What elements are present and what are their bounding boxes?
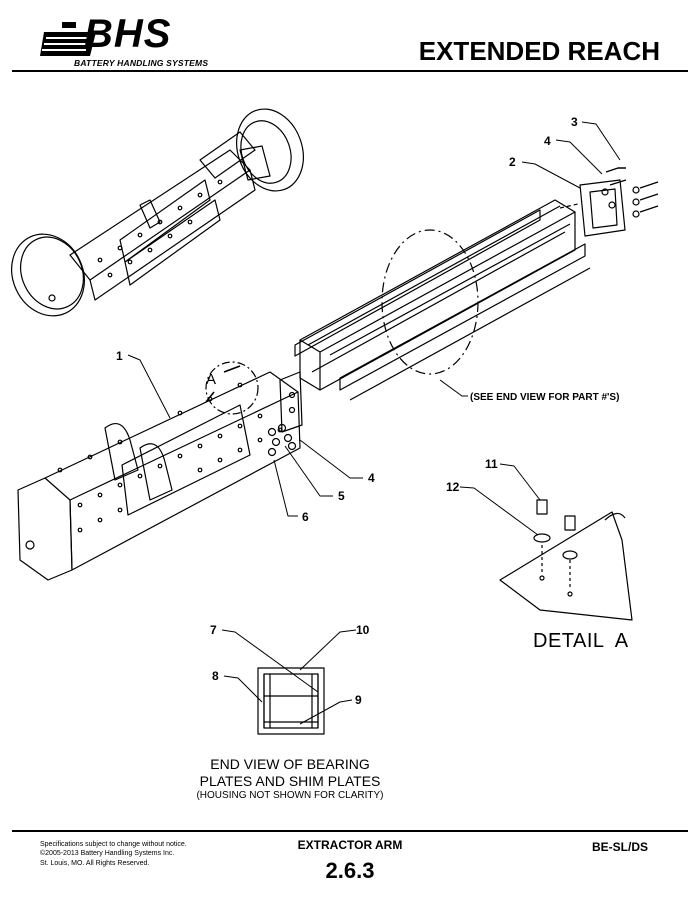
end-view-caption-line1: END VIEW OF BEARING [210,756,370,772]
detail-a-illustration [499,499,633,621]
end-view-caption-note: (HOUSING NOT SHOWN FOR CLARITY) [196,789,384,801]
callout-5: 5 [338,489,345,503]
callout-12: 12 [446,480,460,494]
logo-subtitle: BATTERY HANDLING SYSTEMS [74,58,209,68]
callout-1: 1 [116,349,123,363]
detail-a-caption: DETAIL A [533,630,629,652]
legal-notice: Specifications subject to change without… [40,840,187,868]
legal-line-3: St. Louis, MO. All Rights Reserved. [40,859,150,867]
extension-tube-illustration [294,199,591,401]
section-block: EXTRACTOR ARM 2.6.3 [250,838,450,884]
logo-battery-icon [40,22,96,56]
footer-rule [12,830,688,832]
callout-10: 10 [356,623,370,637]
callout-2: 2 [509,155,516,169]
header-rule [12,70,688,72]
end-view-caption: END VIEW OF BEARING PLATES AND SHIM PLAT… [170,756,410,802]
page-title: EXTENDED REACH [418,36,660,66]
callout-4-top: 4 [544,134,551,148]
detail-a-letter: A [206,371,216,388]
end-view-illustration [257,667,325,735]
callout-9: 9 [355,693,362,707]
section-number: 2.6.3 [325,858,375,883]
section-title: EXTRACTOR ARM [297,838,403,852]
end-plate-illustration [559,167,659,237]
detail-a-marker-circle [205,361,259,415]
hardware-group-illustration [267,423,297,457]
arm-housing-illustration [17,371,303,581]
legal-line-1: Specifications subject to change without… [40,841,187,848]
see-end-view-note: (SEE END VIEW FOR PART #'S) [470,392,619,403]
callout-4-bottom: 4 [368,471,375,485]
callout-3: 3 [571,115,578,129]
callout-11: 11 [485,457,498,471]
logo-wordmark: BHS [84,12,172,56]
leader-lines [127,121,621,725]
doc-code: BE-SL/DS [591,840,648,854]
callout-8: 8 [212,669,219,683]
callout-7: 7 [210,623,217,637]
bhs-logo: BHS BATTERY HANDLING SYSTEMS [40,12,240,76]
assembled-extractor-illustration [11,108,304,317]
callout-6: 6 [302,510,309,524]
legal-line-2: ©2005-2013 Battery Handling Systems Inc. [40,850,175,858]
end-view-caption-line2: PLATES AND SHIM PLATES [199,772,381,789]
callout-labels: 1 2 3 4 4 5 6 7 8 9 10 11 12 A (SEE END … [116,115,619,707]
